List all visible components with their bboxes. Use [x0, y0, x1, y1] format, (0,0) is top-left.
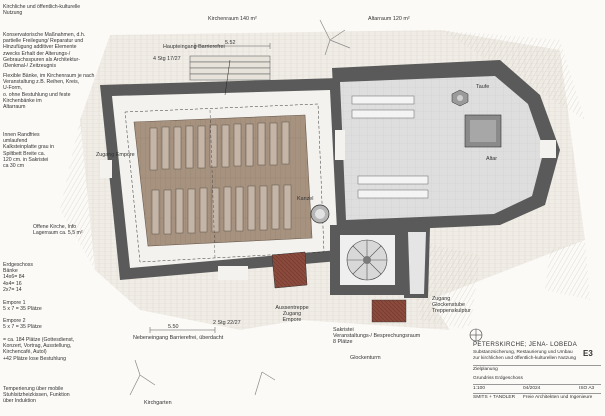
bell-tower: [330, 225, 405, 295]
label-steps-bottom: 2 Stg 22/27: [213, 320, 241, 326]
label-taufe: Taufe: [476, 84, 490, 90]
tower-stair: [371, 228, 430, 323]
paper-format: ISO A3: [579, 386, 595, 391]
north-arrow-icon: [469, 328, 483, 342]
note-conservation: Konservatorische Maßnahmen, d.h. partiel…: [3, 32, 86, 70]
note-gallery-1: Empore 1 5 x 7 = 35 Plätze: [3, 300, 42, 313]
label-nebeneingang: Nebeneingang Barrierefrei, überdacht: [133, 335, 224, 341]
office-name: SMITS + TANDLER: [473, 395, 516, 400]
external-stair: [271, 251, 308, 289]
office-info: Freie Architekten und Ingenieure: [523, 395, 593, 400]
baptismal-font: [451, 89, 469, 107]
note-usage: Kirchliche und öffentlich-kulturelle Nut…: [3, 4, 81, 17]
choir-pews: [351, 95, 429, 199]
date: 04/2024: [523, 386, 541, 391]
pulpit: [310, 204, 330, 224]
project-name: PETERSKIRCHE; JENA- LOBEDA: [473, 341, 578, 348]
openings: [100, 130, 556, 280]
altar: [464, 114, 502, 148]
label-steps-top: 4 Stg 17/27: [153, 56, 181, 62]
label-dim-bottom: 5.50: [168, 324, 179, 330]
divider: [473, 393, 601, 394]
label-altar: Altar: [486, 156, 498, 162]
plan-type: Zielplanung: [473, 367, 498, 372]
label-glockenturm: Glockenturm: [350, 355, 381, 361]
note-border: Innen Randfries umlaufend Kalksteinplatt…: [3, 132, 55, 170]
divider: [473, 384, 601, 385]
nave-pews: [149, 121, 292, 235]
note-gallery-2: Empore 2 5 x 7 = 35 Plätze: [3, 318, 42, 331]
label-aussentreppe: Aussentreppe Zugang Empore: [275, 305, 309, 323]
sheet-code: E3: [583, 349, 593, 358]
scale: 1:100: [473, 386, 486, 391]
label-zugang-glockenstube: Zugang Glockenstube Treppenskulptur: [432, 296, 471, 314]
label-altarraum: Altarraum 120 m²: [368, 16, 410, 22]
choir-walls: [332, 60, 560, 232]
note-heating: Temperierung über mobile Stuhlsitzheizki…: [3, 386, 70, 405]
note-ground-floor: Erdgeschoss Bänke 14x6= 84 4x4= 16 2x7= …: [3, 262, 33, 293]
note-benches: Flexible Bänke, im Kirchenraum je nach V…: [3, 73, 95, 111]
label-zugang-empore: Zugang Empore: [96, 152, 135, 158]
title-block: PETERSKIRCHE; JENA- LOBEDA Substanzsiche…: [465, 326, 602, 412]
sheet-name: Grundriss Erdgeschoss: [473, 376, 523, 381]
divider: [473, 365, 601, 366]
label-dim-top: 5.52: [225, 40, 236, 46]
label-sakristei: Sakristei Veranstaltungs-/ Besprechungsr…: [333, 327, 421, 345]
gallery-outline: [124, 103, 325, 263]
note-capacity: = ca. 184 Plätze (Gottesdienst, Konzert,…: [3, 337, 75, 362]
label-haupteingang: Haupteingang Barrierefrei: [163, 44, 225, 50]
label-kirchenraum: Kirchenraum 140 m²: [208, 16, 257, 22]
project-subtitle: Substanzsicherung, Restaurierung und Umb…: [473, 350, 577, 361]
main-entrance-steps: [189, 55, 271, 81]
dimension-lines: [149, 43, 271, 333]
note-open-church: Offene Kirche, Info Lagerraum ca. 5,5 m²: [33, 224, 83, 237]
trees: [129, 19, 351, 396]
label-kirchgarten: Kirchgarten: [144, 400, 172, 406]
label-kanzel: Kanzel: [297, 196, 314, 202]
